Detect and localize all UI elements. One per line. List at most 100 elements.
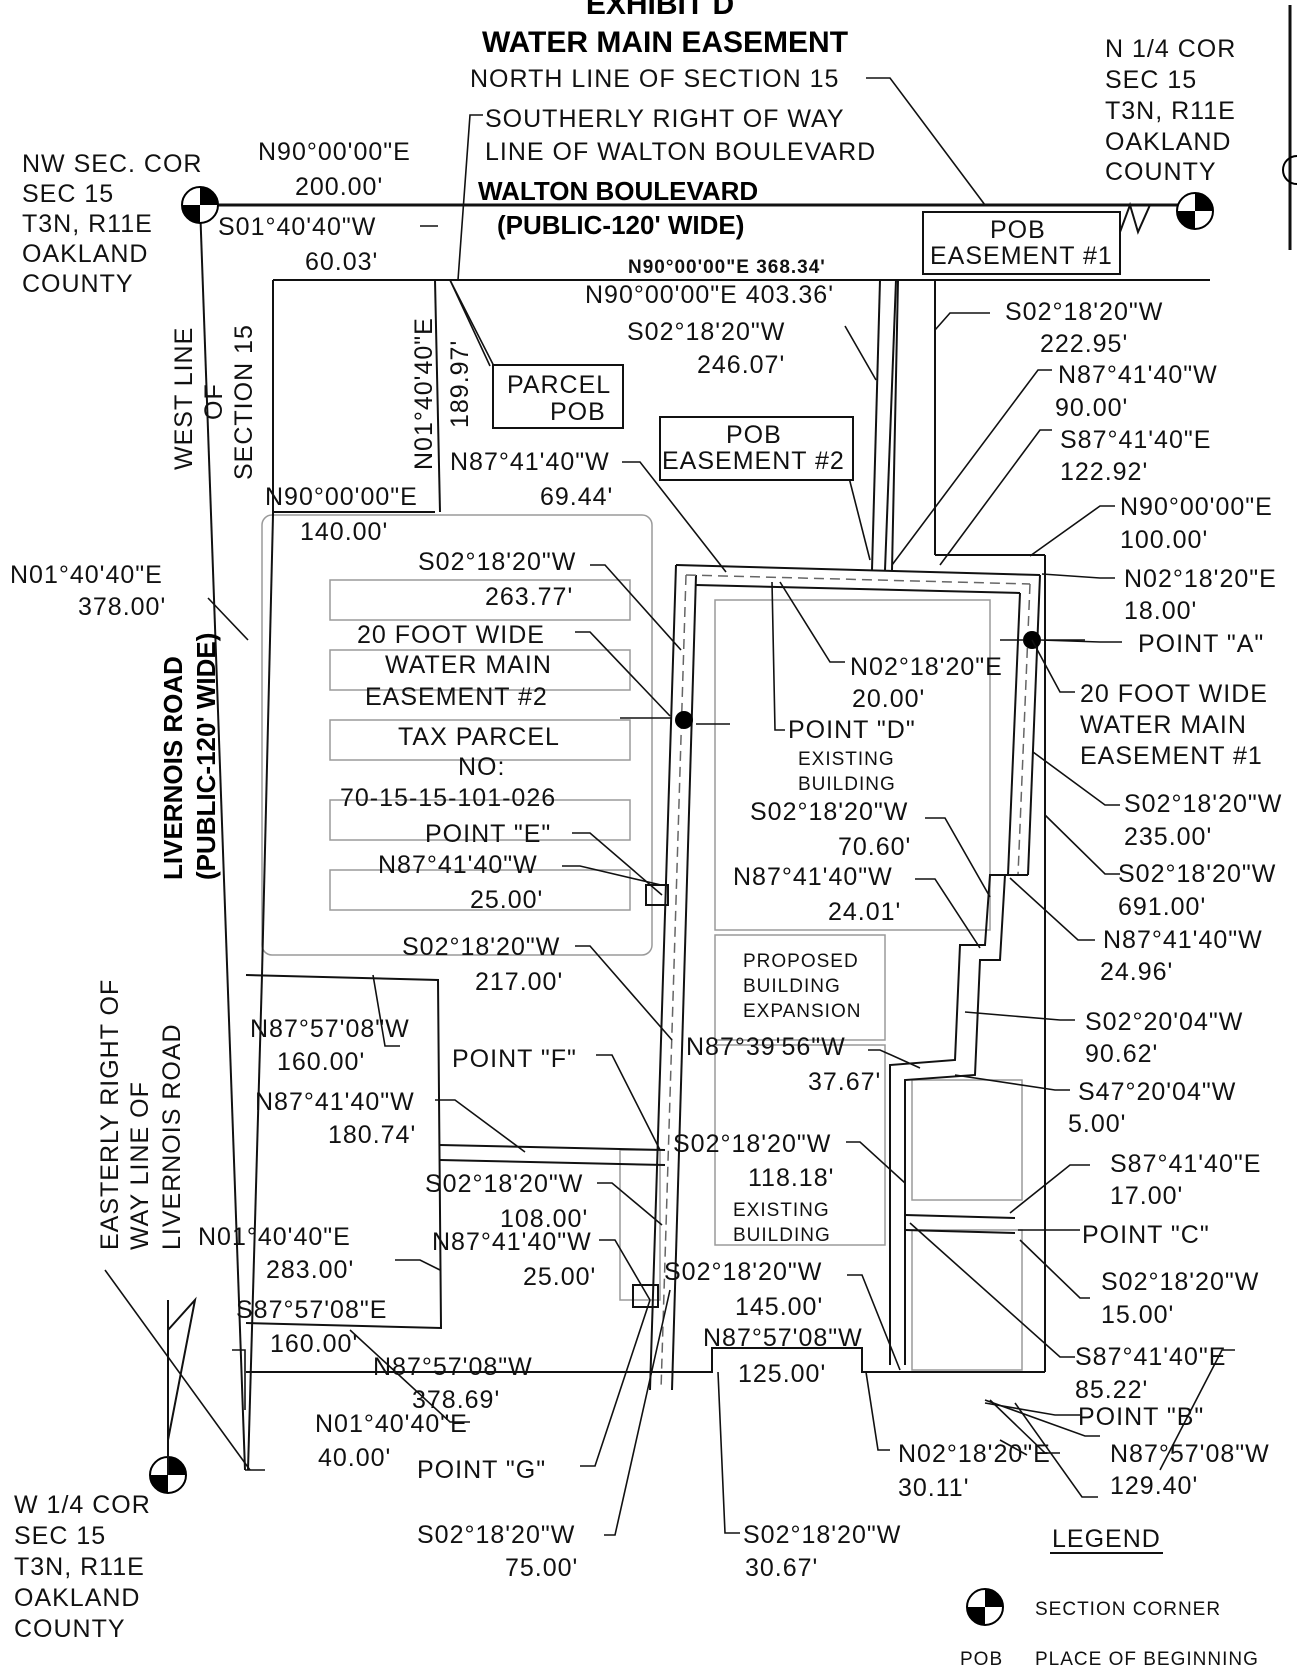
svg-text:S02°18'20"W: S02°18'20"W: [402, 933, 560, 961]
svg-text:N01°40'40"E: N01°40'40"E: [315, 1410, 468, 1438]
svg-text:POB: POB: [726, 421, 782, 449]
svg-text:EASEMENT #1: EASEMENT #1: [930, 242, 1113, 270]
svg-text:EXISTING: EXISTING: [798, 749, 895, 770]
svg-text:S01°40'40"W: S01°40'40"W: [218, 213, 376, 241]
svg-text:N87°39'56"W: N87°39'56"W: [686, 1033, 846, 1061]
svg-text:N01°40'40"E: N01°40'40"E: [198, 1223, 351, 1251]
svg-text:N02°18'20"E: N02°18'20"E: [1124, 565, 1277, 593]
svg-text:EXISTING: EXISTING: [733, 1200, 830, 1221]
svg-text:122.92': 122.92': [1060, 458, 1148, 486]
existing-building-upper-label: EXISTING BUILDING: [798, 749, 895, 795]
svg-text:S02°18'20"W: S02°18'20"W: [1118, 860, 1276, 888]
svg-text:90.62': 90.62': [1085, 1040, 1158, 1068]
svg-text:37.67': 37.67': [808, 1068, 881, 1096]
site-features: [261, 514, 1023, 1371]
svg-text:N87°57'08"W: N87°57'08"W: [1110, 1440, 1270, 1468]
svg-text:85.22': 85.22': [1075, 1376, 1148, 1404]
svg-text:T3N, R11E: T3N, R11E: [22, 210, 153, 238]
easement-2-label: 20 FOOT WIDE WATER MAIN EASEMENT #2: [357, 621, 552, 711]
svg-text:140.00': 140.00': [300, 518, 388, 546]
svg-text:SEC 15: SEC 15: [14, 1522, 106, 1550]
bearing-n01-18997-1: N01°40'40"E: [410, 317, 438, 470]
svg-text:160.00': 160.00': [270, 1330, 358, 1358]
leader-lines: [104, 77, 1235, 1536]
svg-text:145.00': 145.00': [735, 1293, 823, 1321]
svg-text:25.00': 25.00': [470, 886, 543, 914]
svg-text:N87°41'40"W: N87°41'40"W: [378, 851, 538, 879]
easterly-row-note-1: EASTERLY RIGHT OF: [96, 979, 124, 1250]
bearing-n01-18997-2: 189.97': [446, 340, 474, 428]
point-b-label: POINT "B": [1078, 1403, 1204, 1431]
svg-text:S02°18'20"W: S02°18'20"W: [1005, 298, 1163, 326]
svg-text:S02°18'20"W: S02°18'20"W: [750, 798, 908, 826]
w-quarter-corner-label: W 1/4 COR SEC 15 T3N, R11E OAKLAND COUNT…: [14, 1491, 151, 1643]
svg-text:N87°57'08"W: N87°57'08"W: [703, 1324, 863, 1352]
svg-text:PARCEL: PARCEL: [507, 371, 611, 399]
svg-text:30.67': 30.67': [745, 1554, 818, 1582]
drawing-title: WATER MAIN EASEMENT: [482, 26, 848, 59]
svg-text:378.69': 378.69': [412, 1386, 500, 1414]
svg-text:POB: POB: [550, 398, 606, 426]
n-quarter-corner-icon: [1176, 192, 1214, 230]
svg-text:S02°18'20"W: S02°18'20"W: [418, 548, 576, 576]
easement-1-label: 20 FOOT WIDE WATER MAIN EASEMENT #1: [1080, 680, 1268, 770]
svg-text:691.00': 691.00': [1118, 893, 1206, 921]
svg-text:24.01': 24.01': [828, 898, 901, 926]
svg-text:N90°00'00"E: N90°00'00"E: [1120, 493, 1273, 521]
svg-text:S87°41'40"E: S87°41'40"E: [1110, 1150, 1261, 1178]
bearing-labels: N90°00'00"E 200.00' S01°40'40"W 60.03' N…: [10, 138, 1282, 1582]
svg-text:15.00': 15.00': [1101, 1301, 1174, 1329]
svg-text:SEC 15: SEC 15: [22, 180, 114, 208]
svg-text:70-15-15-101-026: 70-15-15-101-026: [340, 784, 556, 812]
svg-text:N02°18'20"E: N02°18'20"E: [898, 1440, 1051, 1468]
svg-text:S87°41'40"E: S87°41'40"E: [1060, 426, 1211, 454]
svg-text:BUILDING: BUILDING: [733, 1225, 831, 1246]
north-arrow-icon: [1282, 5, 1297, 250]
svg-text:108.00': 108.00': [500, 1205, 588, 1233]
break-symbol-west: [167, 1296, 197, 1441]
exhibit-title: EXHIBIT D: [586, 0, 734, 21]
svg-text:EASEMENT #2: EASEMENT #2: [365, 683, 548, 711]
svg-text:75.00': 75.00': [505, 1554, 578, 1582]
svg-text:POB: POB: [990, 216, 1046, 244]
legend: LEGEND SECTION CORNER POB PLACE OF BEGIN…: [960, 1525, 1259, 1667]
svg-text:378.00': 378.00': [78, 593, 166, 621]
point-labels: POINT "A" POINT "B" POINT "C" POINT "D" …: [417, 630, 1264, 1484]
legend-pob-meaning: PLACE OF BEGINNING: [1035, 1649, 1259, 1667]
svg-text:70.60': 70.60': [838, 833, 911, 861]
west-line-note-2: OF: [200, 383, 228, 420]
svg-text:T3N, R11E: T3N, R11E: [1105, 97, 1236, 125]
svg-text:69.44': 69.44': [540, 483, 613, 511]
svg-text:OAKLAND: OAKLAND: [1105, 128, 1231, 156]
svg-text:BUILDING: BUILDING: [743, 976, 841, 997]
point-a-label: POINT "A": [1138, 630, 1264, 658]
svg-text:222.95': 222.95': [1040, 330, 1128, 358]
svg-text:N87°41'40"W: N87°41'40"W: [255, 1088, 415, 1116]
svg-text:S87°41'40"E: S87°41'40"E: [1075, 1343, 1226, 1371]
svg-text:60.03': 60.03': [305, 248, 378, 276]
svg-text:N01°40'40"E: N01°40'40"E: [10, 561, 163, 589]
southerly-row-line2: LINE OF WALTON BOULEVARD: [485, 138, 876, 166]
point-c-label: POINT "C": [1082, 1221, 1210, 1249]
svg-text:W 1/4 COR: W 1/4 COR: [14, 1491, 151, 1519]
easterly-row-note-2: WAY LINE OF: [126, 1081, 154, 1250]
svg-text:S02°18'20"W: S02°18'20"W: [743, 1521, 901, 1549]
svg-text:TAX PARCEL: TAX PARCEL: [398, 723, 560, 751]
svg-text:125.00': 125.00': [738, 1360, 826, 1388]
svg-text:S02°18'20"W: S02°18'20"W: [1124, 790, 1282, 818]
svg-text:NW SEC. COR: NW SEC. COR: [22, 150, 202, 178]
svg-text:COUNTY: COUNTY: [22, 270, 134, 298]
proposed-building-label: PROPOSED BUILDING EXPANSION: [743, 951, 860, 1022]
svg-text:WATER MAIN: WATER MAIN: [1080, 711, 1247, 739]
svg-text:246.07': 246.07': [697, 351, 785, 379]
easement-corridors: [439, 279, 1041, 1391]
svg-text:OAKLAND: OAKLAND: [22, 240, 148, 268]
svg-text:NO:: NO:: [458, 753, 505, 781]
livernois-road-width: (PUBLIC-120' WIDE): [191, 633, 221, 880]
svg-text:217.00': 217.00': [475, 968, 563, 996]
nw-corner-label: NW SEC. COR SEC 15 T3N, R11E OAKLAND COU…: [22, 150, 202, 298]
svg-text:20 FOOT WIDE: 20 FOOT WIDE: [357, 621, 545, 649]
svg-text:20 FOOT WIDE: 20 FOOT WIDE: [1080, 680, 1268, 708]
svg-text:WATER MAIN: WATER MAIN: [385, 651, 552, 679]
svg-text:S87°57'08"E: S87°57'08"E: [236, 1296, 387, 1324]
